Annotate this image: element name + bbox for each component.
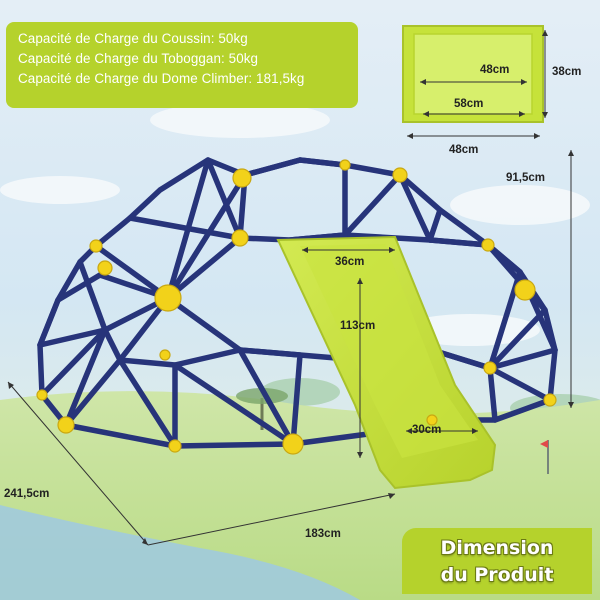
dimension-arrowheads (8, 30, 574, 545)
pond (0, 505, 360, 600)
slide-length-label: 113cm (340, 320, 376, 332)
dome-width-label: 183cm (305, 528, 341, 540)
badge-title-line2: du Produit (440, 564, 554, 586)
dome-height-label: 91,5cm (506, 172, 546, 184)
slide-top-width-label: 36cm (335, 256, 365, 268)
badge-title-line1: Dimension (440, 537, 554, 559)
cushion-outer-width-label: 48cm (449, 144, 479, 156)
dome-depth-label: 241,5cm (4, 488, 50, 500)
cushion-illustration (402, 25, 544, 123)
cushion-capacity-text: Capacité de Charge du Coussin: 50kg (18, 31, 248, 46)
connector-joints (36, 159, 557, 455)
dome-capacity-text: Capacité de Charge du Dome Climber: 181,… (18, 71, 305, 86)
slide-bottom-width-label: 30cm (412, 424, 442, 436)
load-capacity-box: Capacité de Charge du Coussin: 50kg Capa… (6, 22, 358, 108)
cushion-height-label: 38cm (552, 66, 582, 78)
cushion-inner-depth-label: 58cm (454, 98, 484, 110)
slide (276, 235, 497, 490)
dimension-lines (7, 30, 572, 546)
product-dimension-badge: Dimension du Produit (402, 528, 592, 594)
golf-flag-icon (540, 440, 549, 474)
slide-capacity-text: Capacité de Charge du Toboggan: 50kg (18, 51, 259, 66)
cushion-inner-width-label: 48cm (480, 64, 510, 76)
